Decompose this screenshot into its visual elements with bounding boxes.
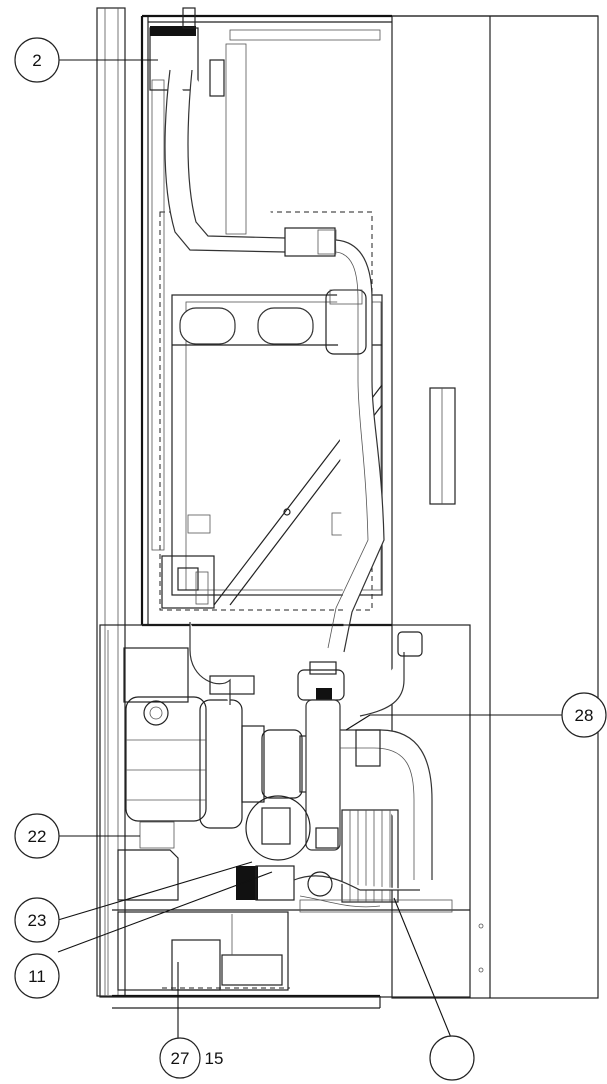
callout-2-label: 2	[32, 51, 41, 70]
callout-22: 22	[14, 813, 60, 859]
hydraulic-compartment	[99, 622, 471, 998]
callout-27-label: 27	[171, 1049, 190, 1068]
boiler-casing	[96, 7, 599, 1009]
callout-28-label: 28	[575, 706, 594, 725]
callout-11: 11	[14, 953, 60, 999]
callout-23: 23	[14, 897, 60, 943]
callout-15-label: 15	[205, 1049, 224, 1068]
callout-11-label: 11	[28, 967, 46, 986]
callout-2: 2	[14, 37, 60, 83]
leader-lines	[57, 59, 562, 1041]
fan-and-flue	[149, 7, 385, 653]
callout-empty	[429, 1035, 475, 1081]
callout-23-label: 23	[28, 911, 47, 930]
callout-22-label: 22	[28, 827, 47, 846]
callout-28: 28	[561, 692, 607, 738]
callout-27-15: 27 15	[159, 1037, 224, 1079]
heat-exchanger-compartment	[140, 14, 392, 627]
